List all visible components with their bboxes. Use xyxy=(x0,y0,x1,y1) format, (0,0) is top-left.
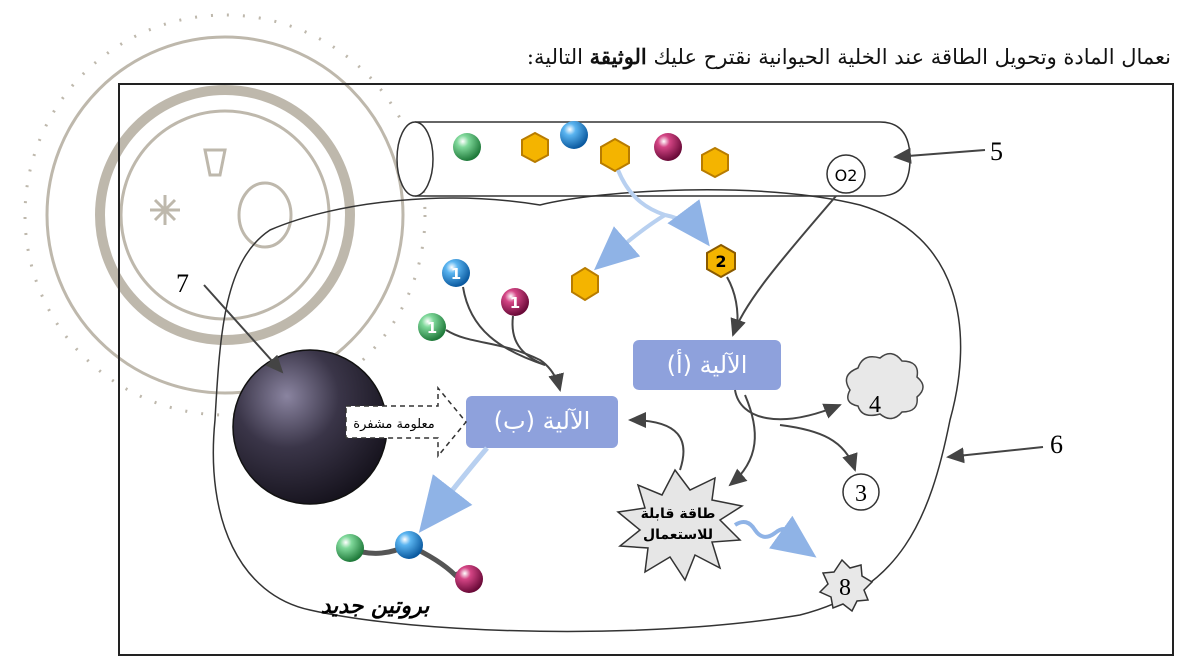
vessel-molecules: O2 xyxy=(453,121,866,194)
glucose-hexagon xyxy=(600,137,630,173)
glucose-hexagon xyxy=(701,146,729,179)
mechanism-b-label: الآلية (ب) xyxy=(494,407,591,435)
cell-membrane xyxy=(212,189,962,633)
svg-text:1: 1 xyxy=(510,294,520,312)
energy-label-line1: طاقة قابلة xyxy=(641,506,716,522)
mechanism-a-box xyxy=(633,340,781,390)
energy-label-line2: للاستعمال xyxy=(643,527,713,543)
amino-acid-green xyxy=(453,133,481,161)
document-header: نعمال المادة وتحويل الطاقة عند الخلية ال… xyxy=(527,44,1171,69)
label-7: 7 xyxy=(176,269,189,298)
product-3-circle xyxy=(842,473,880,511)
new-protein-chain xyxy=(336,531,483,593)
label-4: 4 xyxy=(869,392,881,418)
header-text-end: التالية: xyxy=(526,45,590,69)
mechanism-a-label: الآلية (أ) xyxy=(667,349,748,379)
glucose-numbered-2 xyxy=(706,243,736,279)
amino-acid-green-1 xyxy=(418,313,446,341)
diagram-frame xyxy=(118,83,1174,656)
label-6: 6 xyxy=(1050,430,1063,459)
amino-acid-purple-1 xyxy=(501,288,529,316)
product-4-cloud xyxy=(845,352,924,420)
label-2: 2 xyxy=(715,252,726,271)
amino-acid-purple xyxy=(654,133,682,161)
encoded-info-label: معلومة مشفرة xyxy=(353,417,434,432)
encoded-info-arrow xyxy=(345,385,467,459)
glucose-hexagon xyxy=(521,131,549,164)
usable-energy-burst xyxy=(616,468,744,582)
header-bold-word: الوثيقة xyxy=(589,44,647,69)
watermark-stamp xyxy=(23,13,427,417)
label-8: 8 xyxy=(839,575,851,601)
glucose-hexagon xyxy=(571,266,599,302)
numbered-amino-acids: 1 1 1 xyxy=(418,259,529,341)
mechanism-b-box xyxy=(466,396,618,448)
svg-text:1: 1 xyxy=(427,319,437,337)
label-5: 5 xyxy=(990,137,1003,166)
amino-acid-blue-1 xyxy=(442,259,470,287)
product-8-star xyxy=(818,558,874,613)
header-text: نعمال المادة وتحويل الطاقة عند الخلية ال… xyxy=(646,45,1171,69)
svg-text:1: 1 xyxy=(451,265,461,283)
amino-acid-blue xyxy=(560,121,588,149)
label-3: 3 xyxy=(855,481,867,507)
new-protein-label: بروتين جديد xyxy=(321,593,431,619)
oxygen-label: O2 xyxy=(835,166,858,185)
oxygen-molecule xyxy=(826,154,866,194)
